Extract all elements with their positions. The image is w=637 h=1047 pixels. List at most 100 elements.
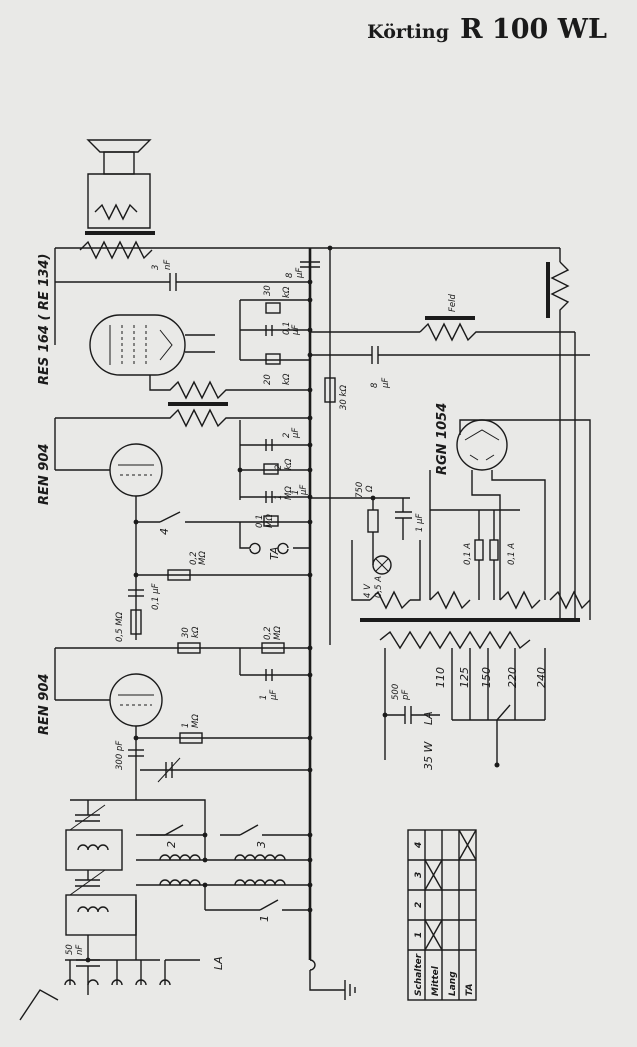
output-tube-label: RES 164 ( RE 134): [37, 254, 52, 385]
tap-240: 240: [535, 667, 548, 688]
ground-symbol: [309, 959, 356, 1000]
grid-leak: 1 MΩ 300 pF: [115, 714, 310, 770]
r-30k-b-unit: kΩ: [191, 626, 201, 638]
switch-1[interactable]: 1: [205, 899, 310, 922]
rf-tube: [54, 648, 163, 800]
r-2k-value: 2: [274, 465, 284, 470]
c-1uf-a-unit: μF: [299, 485, 309, 496]
fuse-a-label: 0,1 A: [463, 543, 473, 565]
c-01uf-a-unit: μF: [291, 325, 301, 336]
c-500pf-value: 500: [391, 684, 401, 700]
table-col-3: 3: [414, 872, 424, 878]
fuse-b-label: 0,1 A: [507, 543, 517, 565]
table-col-2: 2: [414, 902, 424, 908]
reaction-capacitor[interactable]: [140, 757, 310, 783]
r-01m-unit: MΩ: [265, 514, 275, 528]
lamp-section: 750 Ω 1 μF 4 V 0,5 A: [310, 482, 425, 601]
junction-dots: [85, 245, 388, 963]
r-750-unit: Ω: [365, 485, 375, 493]
detector-tube-label: REN 904: [37, 444, 52, 505]
tuning-circuits: [65, 799, 310, 960]
c-1uf-c-label: 1 μF: [415, 513, 425, 532]
rf-tube-label: REN 904: [37, 674, 52, 735]
c-8uf-top-value: 8: [285, 272, 295, 278]
table-col-4: 4: [414, 842, 424, 849]
pickup-input: TA: [239, 522, 310, 560]
switch-table: Schalter 1 2 3 4 Mittel Lang TA: [407, 829, 477, 1001]
c-01uf-b-label: 0,1 μF: [151, 583, 161, 610]
r-1m-a-unit: MΩ: [284, 486, 294, 500]
resistor-30k-bleeder: 30 kΩ: [324, 377, 349, 410]
power-label: 35 W: [422, 741, 435, 770]
brand-name: Körting: [367, 21, 449, 43]
r-750-value: 750: [355, 482, 365, 498]
r-02m-a-unit: MΩ: [198, 551, 208, 565]
table-header: Schalter: [414, 953, 424, 996]
tap-150: 150: [480, 667, 493, 688]
r-01m-value: 0,1: [255, 514, 265, 528]
c-1uf-b-value: 1: [259, 695, 269, 700]
rc-block-middle: 2 μF 2 kΩ 1 MΩ 1 μF 0,1 MΩ: [239, 420, 310, 528]
right-choke: [546, 248, 576, 620]
tap-125: 125: [458, 667, 471, 688]
rc-grid-detector: 0,2 MΩ 0,1 μF: [128, 551, 310, 610]
r-02m-a-value: 0,2: [189, 551, 199, 565]
diagram-title: Körting R 100 WL: [367, 14, 607, 45]
table-mark: [424, 859, 443, 891]
r-30k-b-value: 30: [181, 627, 191, 638]
switch-3[interactable]: 3: [220, 824, 310, 848]
switch-1-label: 1: [258, 915, 271, 922]
c-2uf-unit: μF: [291, 428, 301, 439]
switch-4[interactable]: 4: [136, 511, 240, 535]
field-label: Feld: [448, 294, 458, 312]
tap-220: 220: [506, 667, 519, 688]
switch-2-label: 2: [165, 841, 178, 848]
c-500pf-unit: pF: [401, 690, 411, 701]
loudspeaker: [86, 139, 152, 229]
c-300pf-label: 300 pF: [115, 741, 125, 770]
c-2uf-value: 2: [282, 433, 292, 438]
la-label-b: LA: [422, 711, 435, 725]
table-marks: [424, 829, 477, 951]
r-20k-unit: kΩ: [282, 373, 292, 385]
fuses: 0,1 A 0,1 A: [430, 509, 520, 600]
capacitor-3nf: 3 nF: [55, 260, 310, 291]
mains-taps: 110 125 150 220 240: [384, 648, 548, 768]
detector-tube: [54, 418, 163, 640]
table-col-1: 1: [414, 932, 424, 938]
c-1uf-b-unit: μF: [269, 690, 279, 701]
c-3nf-value: 3: [151, 265, 161, 270]
r-02m-b-value: 0,2: [263, 626, 273, 640]
r-2k-unit: kΩ: [284, 458, 294, 470]
mains-input: 500 pF LA 35 W: [385, 684, 440, 770]
output-transformer: [79, 231, 155, 260]
tap-110: 110: [434, 667, 447, 688]
c-1uf-a-value: 1: [291, 490, 301, 495]
output-tube: [89, 314, 215, 376]
la-label-a: LA: [212, 956, 225, 970]
rc-block-lower: 30 kΩ 0,2 MΩ 1 μF: [55, 626, 310, 701]
table-row-ta: TA: [465, 984, 475, 996]
c-8uf-unit: μF: [381, 378, 391, 389]
rectifier-tube: [429, 419, 591, 620]
r-1m-a-value: 1: [274, 495, 284, 500]
c-50nf-unit: nF: [75, 945, 85, 955]
switch-2[interactable]: 2: [150, 824, 184, 848]
c-50nf-value: 50: [65, 944, 75, 955]
model-name: R 100 WL: [460, 14, 607, 45]
switch-3-label: 3: [255, 841, 268, 848]
switch-4-label: 4: [158, 528, 171, 535]
r-30k-a-unit: kΩ: [282, 286, 292, 298]
r-30k-bleeder-label: 30 kΩ: [339, 385, 349, 410]
rc-block-upper: 30 kΩ 0,1 μF 20 kΩ: [239, 285, 310, 385]
field-coil: Feld: [310, 294, 575, 342]
power-transformer: [360, 590, 591, 650]
table-mark: [458, 829, 477, 861]
ta-label: TA: [268, 547, 281, 560]
c-8uf-value: 8: [370, 382, 380, 388]
table-mark: [424, 919, 443, 951]
lamp-current: 0,5 A: [374, 576, 384, 598]
table-row-mittel: Mittel: [431, 965, 441, 996]
r-1m-b-value: 1: [181, 723, 191, 728]
